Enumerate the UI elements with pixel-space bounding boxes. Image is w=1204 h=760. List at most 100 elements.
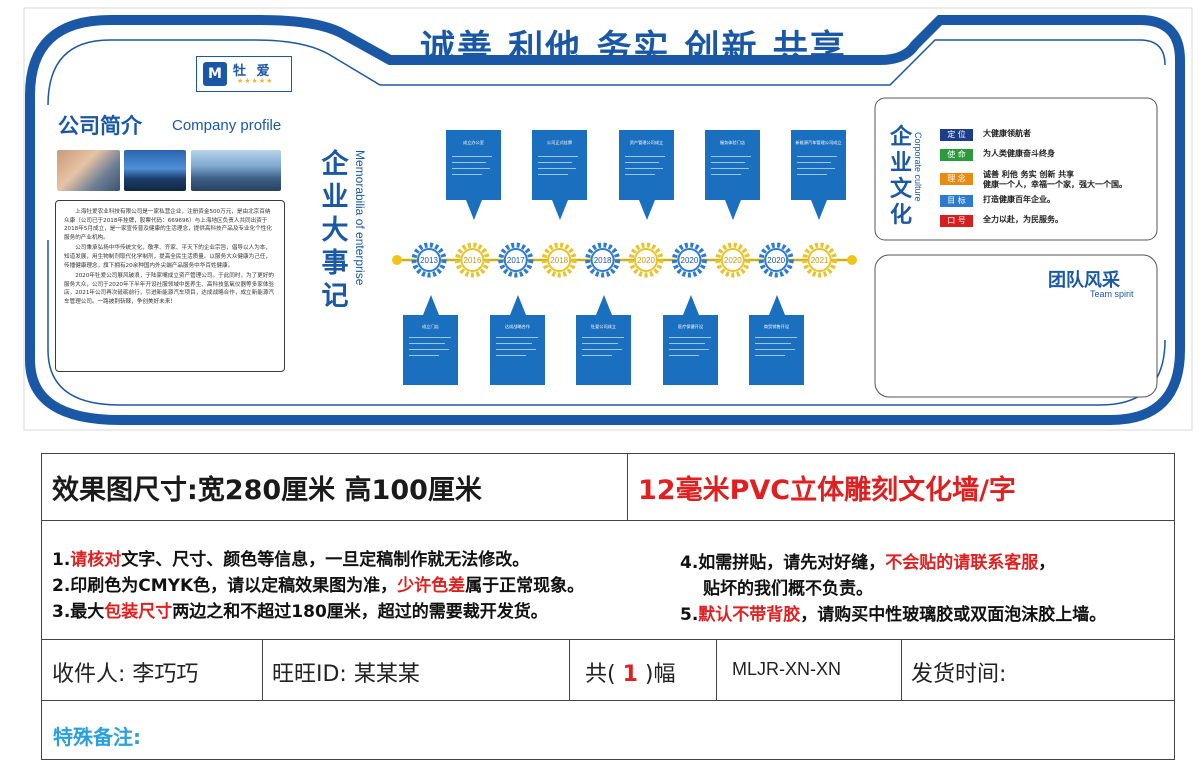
event-caption: 商贸销售开设 <box>763 324 790 329</box>
timeline-event-card-bottom: 医疗保健开设 <box>663 315 718 385</box>
text-placeholder-line <box>452 174 482 175</box>
text-placeholder-line <box>625 174 655 175</box>
timeline-gear-icon: 2018 <box>541 242 577 278</box>
text-placeholder-line <box>711 156 751 157</box>
divider <box>716 639 717 701</box>
event-caption: 服务体验门店 <box>719 140 746 145</box>
text-placeholder-line <box>755 355 785 356</box>
text-placeholder-line <box>711 168 749 169</box>
card-pointer <box>683 295 699 315</box>
timeline-year: 2020 <box>767 256 785 265</box>
timeline-year: 2016 <box>464 256 482 265</box>
note-text: ， <box>1038 553 1056 573</box>
sku-field: MLJR-XN-XN <box>732 659 842 679</box>
note-2: 2.印刷色为CMYK色，请以定稿效果图为准，少许色差属于正常现象。 <box>52 571 584 596</box>
wangwang-field: 旺旺ID: 某某某 <box>272 662 420 687</box>
timeline-gear-icon: 2018 <box>585 242 621 278</box>
spec-row-order <box>41 639 1175 701</box>
culture-row-position: 定 位 大健康领航者 <box>940 129 1031 148</box>
culture-row-mission: 使 命为人类健康奋斗终身 <box>940 149 1055 168</box>
ship-time-field: 发货时间: <box>911 662 1007 687</box>
timeline-event-card-top: 新能源汽车管理公司成立 <box>791 130 846 200</box>
intro-paragraph-1: 上海牡爱农业科技有限公司是一家私营企业，注册资金500万元，是由北京百纳众康（公… <box>64 209 272 241</box>
team-title-en: Team spirit <box>1090 289 1134 299</box>
note-num: 2. <box>52 576 71 596</box>
note-num: 3. <box>52 602 71 622</box>
note-highlight: 请核对 <box>70 550 122 570</box>
timeline-gear-icon: 2020 <box>628 242 664 278</box>
intro-text-box: 上海牡爱农业科技有限公司是一家私营企业，注册资金500万元，是由北京百纳众康（公… <box>55 200 285 372</box>
timeline-year: 2017 <box>507 256 525 265</box>
timeline-event-card-bottom: 达成战略合作 <box>490 315 545 385</box>
text-placeholder-line <box>669 337 711 338</box>
text-placeholder-line <box>797 162 831 163</box>
logo-stars: ★★★★★ <box>237 77 274 85</box>
divider <box>569 639 570 701</box>
culture-title: 企业文化 <box>889 125 912 228</box>
text-placeholder-line <box>582 349 622 350</box>
spec-size: 效果图尺寸:宽280厘米 高100厘米 <box>52 475 482 506</box>
count-prefix: 共( <box>585 662 616 687</box>
culture-row-concept: 理 念诚善 利他 务实 创新 共享健康一个人，幸福一个家，强大一个国。 <box>940 170 1127 190</box>
note-text: 两边之和不超过180厘米，超过的需要裁开发货。 <box>172 602 548 622</box>
text-placeholder-line <box>582 343 618 344</box>
note-num: 4. <box>680 553 699 573</box>
text-placeholder-line <box>496 337 538 338</box>
culture-tag: 目 标 <box>940 195 973 207</box>
culture-value: 大健康领航者 <box>983 129 1031 138</box>
text-placeholder-line <box>582 355 612 356</box>
text-placeholder-line <box>755 349 795 350</box>
note-highlight: 包装尺寸 <box>104 602 173 622</box>
slogan: 诚善 利他 务实 创新 共享 <box>420 29 847 69</box>
note-text: 如需拼贴，请先对好缝， <box>698 553 886 573</box>
note-1: 1.请核对文字、尺寸、颜色等信息，一旦定稿制作就无法修改。 <box>52 545 529 570</box>
event-caption: 医疗保健开设 <box>677 324 704 329</box>
event-caption: 公司正式挂牌 <box>546 140 573 145</box>
note-3: 3.最大包装尺寸两边之和不超过180厘米，超过的需要裁开发货。 <box>52 597 548 622</box>
timeline-gear-icon: 2021 <box>802 242 838 278</box>
timeline-gear-icon: 2017 <box>498 242 534 278</box>
culture-tag: 定 位 <box>940 129 973 141</box>
culture-tag: 使 命 <box>940 149 973 161</box>
event-caption: 达成战略合作 <box>504 324 531 329</box>
card-pointer <box>725 200 741 220</box>
text-placeholder-line <box>669 355 699 356</box>
spec-row-size <box>41 453 1175 521</box>
timeline-gear-icon: 2013 <box>411 242 447 278</box>
divider <box>262 639 263 701</box>
count-number: 1 <box>622 662 638 687</box>
culture-tag: 口 号 <box>940 215 973 227</box>
note-4-cont: 贴坏的我们概不负责。 <box>703 574 873 599</box>
recipient-field: 收件人: 李巧巧 <box>52 662 199 687</box>
card-pointer <box>510 295 526 315</box>
note-text: 贴坏的我们概不负责。 <box>703 579 873 599</box>
note-highlight: 默认不带背胶 <box>698 605 801 625</box>
spec-material: 12毫米PVC立体雕刻文化墙/字 <box>638 468 1016 507</box>
memorabilia-title: 企业大事记 <box>321 149 349 312</box>
card-pointer <box>466 200 482 220</box>
culture-value-block: 诚善 利他 务实 创新 共享健康一个人，幸福一个家，强大一个国。 <box>983 170 1127 190</box>
timeline-year: 2020 <box>637 256 655 265</box>
memorabilia-title-en-wrap: Memorabilia of enterprise <box>353 150 367 320</box>
culture-title-en: Corporate culture <box>913 132 923 202</box>
note-highlight: 不会贴的请联系客服 <box>885 553 1039 573</box>
event-caption: 成立门店 <box>422 324 439 329</box>
culture-value: 打造健康百年企业。 <box>983 195 1055 204</box>
note-text: 属于正常现象。 <box>465 576 585 596</box>
text-placeholder-line <box>538 156 578 157</box>
timeline-year: 2018 <box>594 256 612 265</box>
text-placeholder-line <box>625 156 665 157</box>
count-field: 共( 1 )幅 <box>585 656 676 688</box>
text-placeholder-line <box>452 168 490 169</box>
note-highlight: 少许色差 <box>397 576 466 596</box>
text-placeholder-line <box>496 343 532 344</box>
text-placeholder-line <box>625 162 659 163</box>
card-pointer <box>811 200 827 220</box>
logo-name: 牡 爱 <box>233 64 273 79</box>
culture-title-en-wrap: Corporate culture <box>912 132 924 232</box>
timeline-event-card-bottom: 牡爱公司成立 <box>576 315 631 385</box>
note-text: 文字、尺寸、颜色等信息，一旦定稿制作就无法修改。 <box>121 550 530 570</box>
text-placeholder-line <box>711 174 741 175</box>
note-5: 5.默认不带背胶，请购买中性玻璃胶或双面泡沫胶上墙。 <box>680 600 1106 625</box>
